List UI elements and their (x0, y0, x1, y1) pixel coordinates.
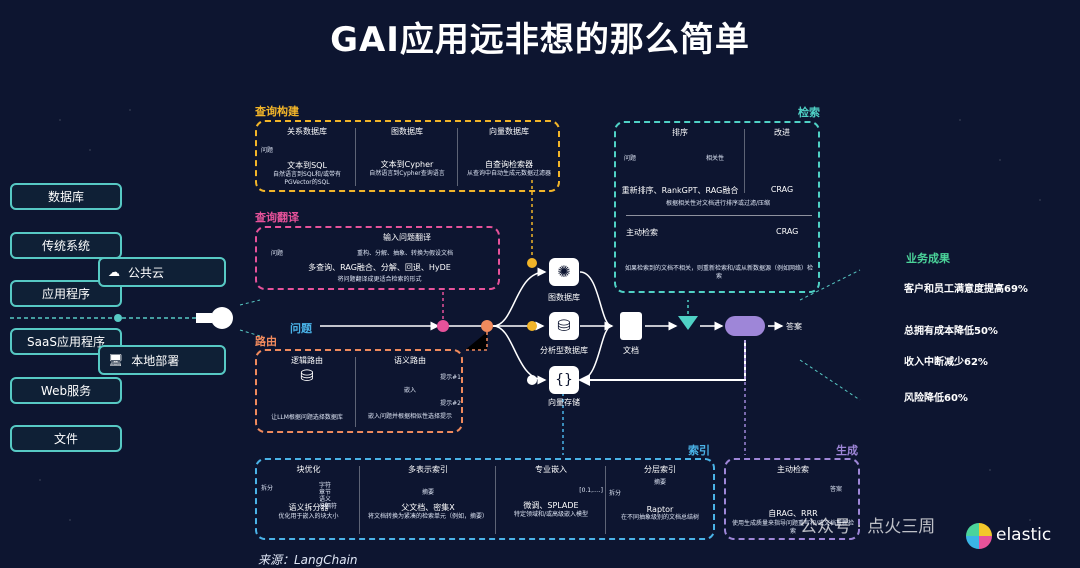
routing-label: 路由 (255, 335, 277, 348)
source-legacy: 传统系统 (10, 232, 122, 259)
brain-icon (725, 316, 765, 336)
self-query-desc: 从查询中自动生成元数据过滤器 (466, 170, 551, 177)
query-build-section: 关系数据库 问题 文本到SQL 自然语言到SQL和/或带有PGVector的SQ… (255, 120, 560, 192)
semantic-route-head: 语义路由 (394, 356, 426, 365)
query-translate-label: 查询翻译 (255, 211, 299, 224)
generate-section: 主动检索 答案 自RAG、RRR 使用生成质量来指导问题重写和/或文档重新检索 (724, 458, 860, 540)
vector-db-head: 向量数据库 (489, 127, 529, 136)
doc-label: 文档 (623, 346, 639, 355)
monitor-icon: 🖥 (108, 353, 124, 367)
text-to-sql-desc: 自然语言到SQL和/或带有PGVector的SQL (273, 171, 341, 186)
filter-icon (678, 316, 698, 330)
elastic-logo-icon (966, 523, 992, 549)
source-note: 来源：LangChain (258, 553, 358, 567)
result-risk: 风险降低60% (904, 393, 968, 404)
connector-plug (211, 307, 233, 329)
improve-head: 改进 (774, 128, 790, 137)
route-node (481, 320, 493, 332)
relational-db-head: 关系数据库 (287, 127, 327, 136)
translate-head: 输入问题翻译 (383, 233, 431, 242)
results-title: 业务成果 (906, 252, 950, 265)
cloud-icon: ☁ (108, 265, 120, 279)
source-file: 文件 (10, 425, 122, 452)
retrieval-label: 检索 (798, 106, 820, 119)
page-title: GAI应用远非想的那么简单 (330, 20, 750, 60)
active-retrieval-head: 主动检索 (626, 228, 658, 237)
source-web: Web服务 (10, 377, 122, 404)
translate-node (437, 320, 449, 332)
logic-route-head: 逻辑路由 (291, 356, 323, 365)
retrieval-section: 排序 问题 相关性 重新排序、RankGPT、RAG融合 改进 CRAG 根据相… (614, 121, 820, 293)
rerank-methods: 重新排序、RankGPT、RAG融合 (621, 186, 739, 195)
answer-label: 答案 (786, 322, 802, 331)
source-database: 数据库 (10, 183, 122, 210)
result-satisfaction: 客户和员工满意度提高69% (904, 284, 1028, 295)
deploy-cloud: ☁公共云 (98, 257, 226, 287)
document-icon (620, 312, 642, 340)
source-application: 应用程序 (10, 280, 122, 307)
source-saas: SaaS应用程序 (10, 328, 122, 355)
self-query: 自查询检索器 (485, 160, 533, 169)
result-tco: 总拥有成本降低50% (904, 326, 998, 337)
crag-label: CRAG (770, 185, 794, 194)
store-analytics: 分析型数据库 (540, 346, 588, 355)
index-label: 索引 (688, 444, 710, 457)
vector-store-icon: {} (549, 366, 579, 394)
graph-db-head: 图数据库 (391, 127, 423, 136)
watermark: 公众号 · 点火三周 (800, 517, 936, 537)
query-build-label: 查询构建 (255, 105, 299, 118)
store-graph: 图数据库 (548, 293, 580, 302)
deploy-local: 🖥本地部署 (98, 345, 226, 375)
text-to-sql: 文本到SQL (287, 161, 327, 170)
store-vector: 向量存储 (548, 398, 580, 407)
rank-head: 排序 (672, 128, 688, 137)
question-label: 问题 (290, 322, 312, 335)
db-icon: ⛁ (300, 366, 314, 385)
text-to-cypher: 文本到Cypher (380, 160, 434, 169)
question-tag: 问题 (261, 147, 274, 154)
graph-db-icon: ✺ (549, 258, 579, 286)
routing-section: 逻辑路由 ⛁ 让LLM根据问题选择数据库 语义路由 提示#1 嵌入 提示#2 嵌… (255, 349, 463, 433)
analytics-db-icon: ⛁ (549, 312, 579, 340)
query-translate-section: 问题 输入问题翻译 重构、分解、抽象、转换为假设文档 多查询、RAG融合、分解、… (255, 226, 500, 290)
text-to-cypher-desc: 自然语言到Cypher查询语言 (369, 170, 445, 177)
brand-name: elastic (996, 525, 1052, 545)
generate-label: 生成 (836, 444, 858, 457)
result-revenue: 收入中断减少62% (904, 357, 988, 368)
index-section: 块优化 拆分 语义拆分器 优化用于嵌入的块大小 字符章节语义分隔符 多表示索引 … (255, 458, 715, 540)
translate-methods: 多查询、RAG融合、分解、回退、HyDE (308, 263, 451, 272)
